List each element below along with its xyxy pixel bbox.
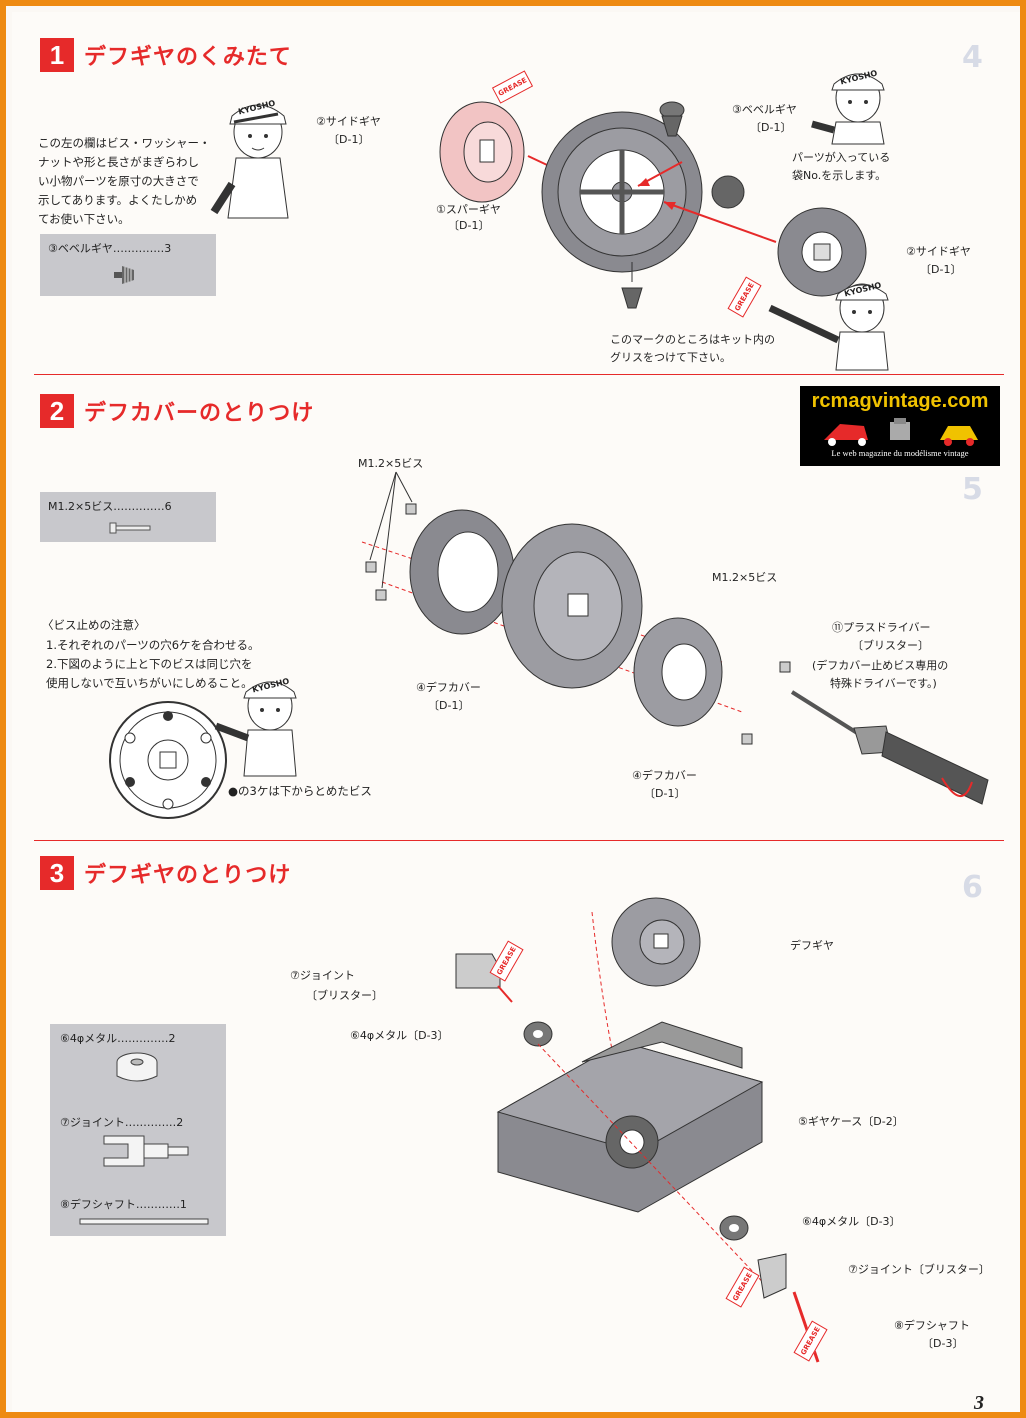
metal-top-label: ⑥4φメタル〔D-3〕 — [350, 1029, 449, 1042]
cover-left-code: 〔D-1〕 — [428, 699, 470, 712]
mascot-kid-top-right — [811, 73, 885, 145]
bag-note-line-2: 袋No.を示します。 — [792, 169, 887, 182]
section-3-number: 3 — [40, 856, 74, 890]
parts-box-bevel-label: ③ベベルギヤ‥‥‥‥‥‥‥3 — [48, 242, 172, 255]
mascot-kid-left — [210, 104, 289, 219]
section-2-header: 2 デフカバーのとりつけ — [40, 394, 314, 428]
screw-label-right: M1.2×5ビス — [712, 571, 778, 584]
dot-note: ●の3ケは下からとめたビス — [228, 784, 372, 798]
ghost-section-6: 6 — [962, 870, 983, 905]
section-1-header: 1 デフギヤのくみたて — [40, 38, 292, 72]
diff-cover-exploded-drawing — [361, 471, 791, 745]
side-gear-right-code: 〔D-1〕 — [920, 263, 962, 276]
joint-icon — [103, 1135, 189, 1167]
logo-title: rcmagvintage.com — [811, 390, 989, 412]
cover-right-code: 〔D-1〕 — [644, 787, 686, 800]
note-line-1: この左の欄はビス・ワッシャー・ — [38, 136, 211, 150]
screw-pattern-gear-diagram — [109, 701, 227, 819]
diff-shaft-icon — [79, 1218, 209, 1225]
section-2-title: デフカバーのとりつけ — [84, 401, 315, 426]
driver-note-line-1: (デフカバー止めビス専用の — [812, 659, 949, 672]
cover-right-label: ④デフカバー — [632, 769, 697, 782]
logo-tagline: Le web magazine du modélisme vintage — [831, 448, 969, 458]
grease-note-line-2: グリスをつけて下さい。 — [610, 351, 731, 364]
note-line-2: ナットや形と長さがまぎらわし — [38, 155, 199, 169]
section-1-number: 1 — [40, 38, 74, 72]
section-2-divider — [34, 840, 1004, 841]
caution-line-1: 1.それぞれのパーツの穴6ケを合わせる。 — [46, 638, 260, 652]
section-3-title: デフギヤのとりつけ — [84, 863, 292, 888]
driver-note-line-2: 特殊ドライバーです。) — [830, 677, 937, 690]
section-3-header: 3 デフギヤのとりつけ — [40, 856, 291, 890]
bevel-gear-small-icon — [114, 266, 134, 284]
page-number: 3 — [974, 1392, 984, 1414]
bevel-label: ③ベベルギヤ — [732, 103, 797, 116]
metal-bushing-icon — [116, 1052, 158, 1082]
section-2-number: 2 — [40, 394, 74, 428]
manual-page: 4 5 6 1 デフギヤのくみたて この左の欄はビス・ワッシャー・ ナットや形と… — [12, 12, 1020, 1414]
spur-label: ①スパーギヤ — [436, 203, 501, 216]
caution-line-3: 使用しないで互いちがいにしめること。 — [46, 676, 253, 690]
joint-bottom-label: ⑦ジョイント〔ブリスター〕 — [848, 1263, 990, 1276]
mascot-kid-section2 — [214, 681, 297, 777]
note-line-5: てお使い下さい。 — [38, 212, 130, 226]
joint-top-code: 〔ブリスター〕 — [306, 989, 383, 1002]
grease-note-line-1: このマークのところはキット内の — [610, 333, 775, 346]
screw-label-top: M1.2×5ビス — [358, 457, 424, 470]
spur-code: 〔D-1〕 — [448, 219, 490, 232]
gear-case-label: ⑤ギヤケース〔D-2〕 — [798, 1115, 904, 1128]
parts-box-joint-label: ⑦ジョイント‥‥‥‥‥‥‥2 — [60, 1116, 184, 1129]
joint-top-label: ⑦ジョイント — [290, 969, 355, 982]
screwdriver-drawing — [790, 690, 989, 805]
caution-title: 〈ビス止めの注意〉 — [42, 618, 146, 632]
bevel-code: 〔D-1〕 — [750, 121, 792, 134]
side-gear-top-code: 〔D-1〕 — [328, 133, 370, 146]
caution-line-2: 2.下図のように上と下のビスは同じ穴を — [46, 657, 253, 671]
parts-box-shaft-label: ⑧デフシャフト‥‥‥‥‥‥1 — [60, 1198, 187, 1211]
driver-label: ⑪プラスドライバー — [832, 621, 931, 634]
cover-left-label: ④デフカバー — [416, 681, 481, 694]
note-line-4: 示してあります。よくたしかめ — [38, 193, 198, 207]
parts-box-section3: ⑥4φメタル‥‥‥‥‥‥‥2 ⑦ジョイント‥‥‥‥‥‥‥2 ⑧デフシャフト‥‥‥… — [50, 1024, 226, 1236]
note-line-3: い小物パーツを原寸の大きさで — [38, 174, 199, 188]
parts-box-screw: M1.2×5ビス‥‥‥‥‥‥‥6 — [40, 492, 216, 542]
mascot-kid-bottom-right — [768, 283, 889, 371]
rcmagvintage-logo: rcmagvintage.com Le web magazine du modé… — [800, 386, 1000, 466]
section-1-title: デフギヤのくみたて — [84, 45, 292, 70]
bag-note-line-1: パーツが入っている — [792, 151, 891, 164]
shaft-label: ⑧デフシャフト — [894, 1319, 970, 1332]
side-gear-right-label: ②サイドギヤ — [906, 245, 971, 258]
screw-small-icon — [109, 522, 151, 534]
driver-code: 〔ブリスター〕 — [852, 639, 929, 652]
diff-gear-label: デフギヤ — [790, 939, 834, 952]
diff-gear-exploded-drawing — [439, 101, 867, 309]
side-gear-top-label: ②サイドギヤ — [316, 115, 381, 128]
shaft-code: 〔D-3〕 — [922, 1337, 964, 1350]
parts-box-screw-label: M1.2×5ビス‥‥‥‥‥‥‥6 — [48, 500, 172, 513]
gearbox-exploded-drawing — [455, 897, 820, 1363]
metal-bottom-label: ⑥4φメタル〔D-3〕 — [802, 1215, 901, 1228]
parts-box-bevel: ③ベベルギヤ‥‥‥‥‥‥‥3 — [40, 234, 216, 296]
parts-box-metal-label: ⑥4φメタル‥‥‥‥‥‥‥2 — [60, 1032, 176, 1045]
ghost-section-5: 5 — [962, 472, 983, 507]
ghost-section-4: 4 — [962, 40, 983, 75]
logo-vehicles-icon — [824, 418, 978, 446]
section-1-divider — [34, 374, 1004, 375]
